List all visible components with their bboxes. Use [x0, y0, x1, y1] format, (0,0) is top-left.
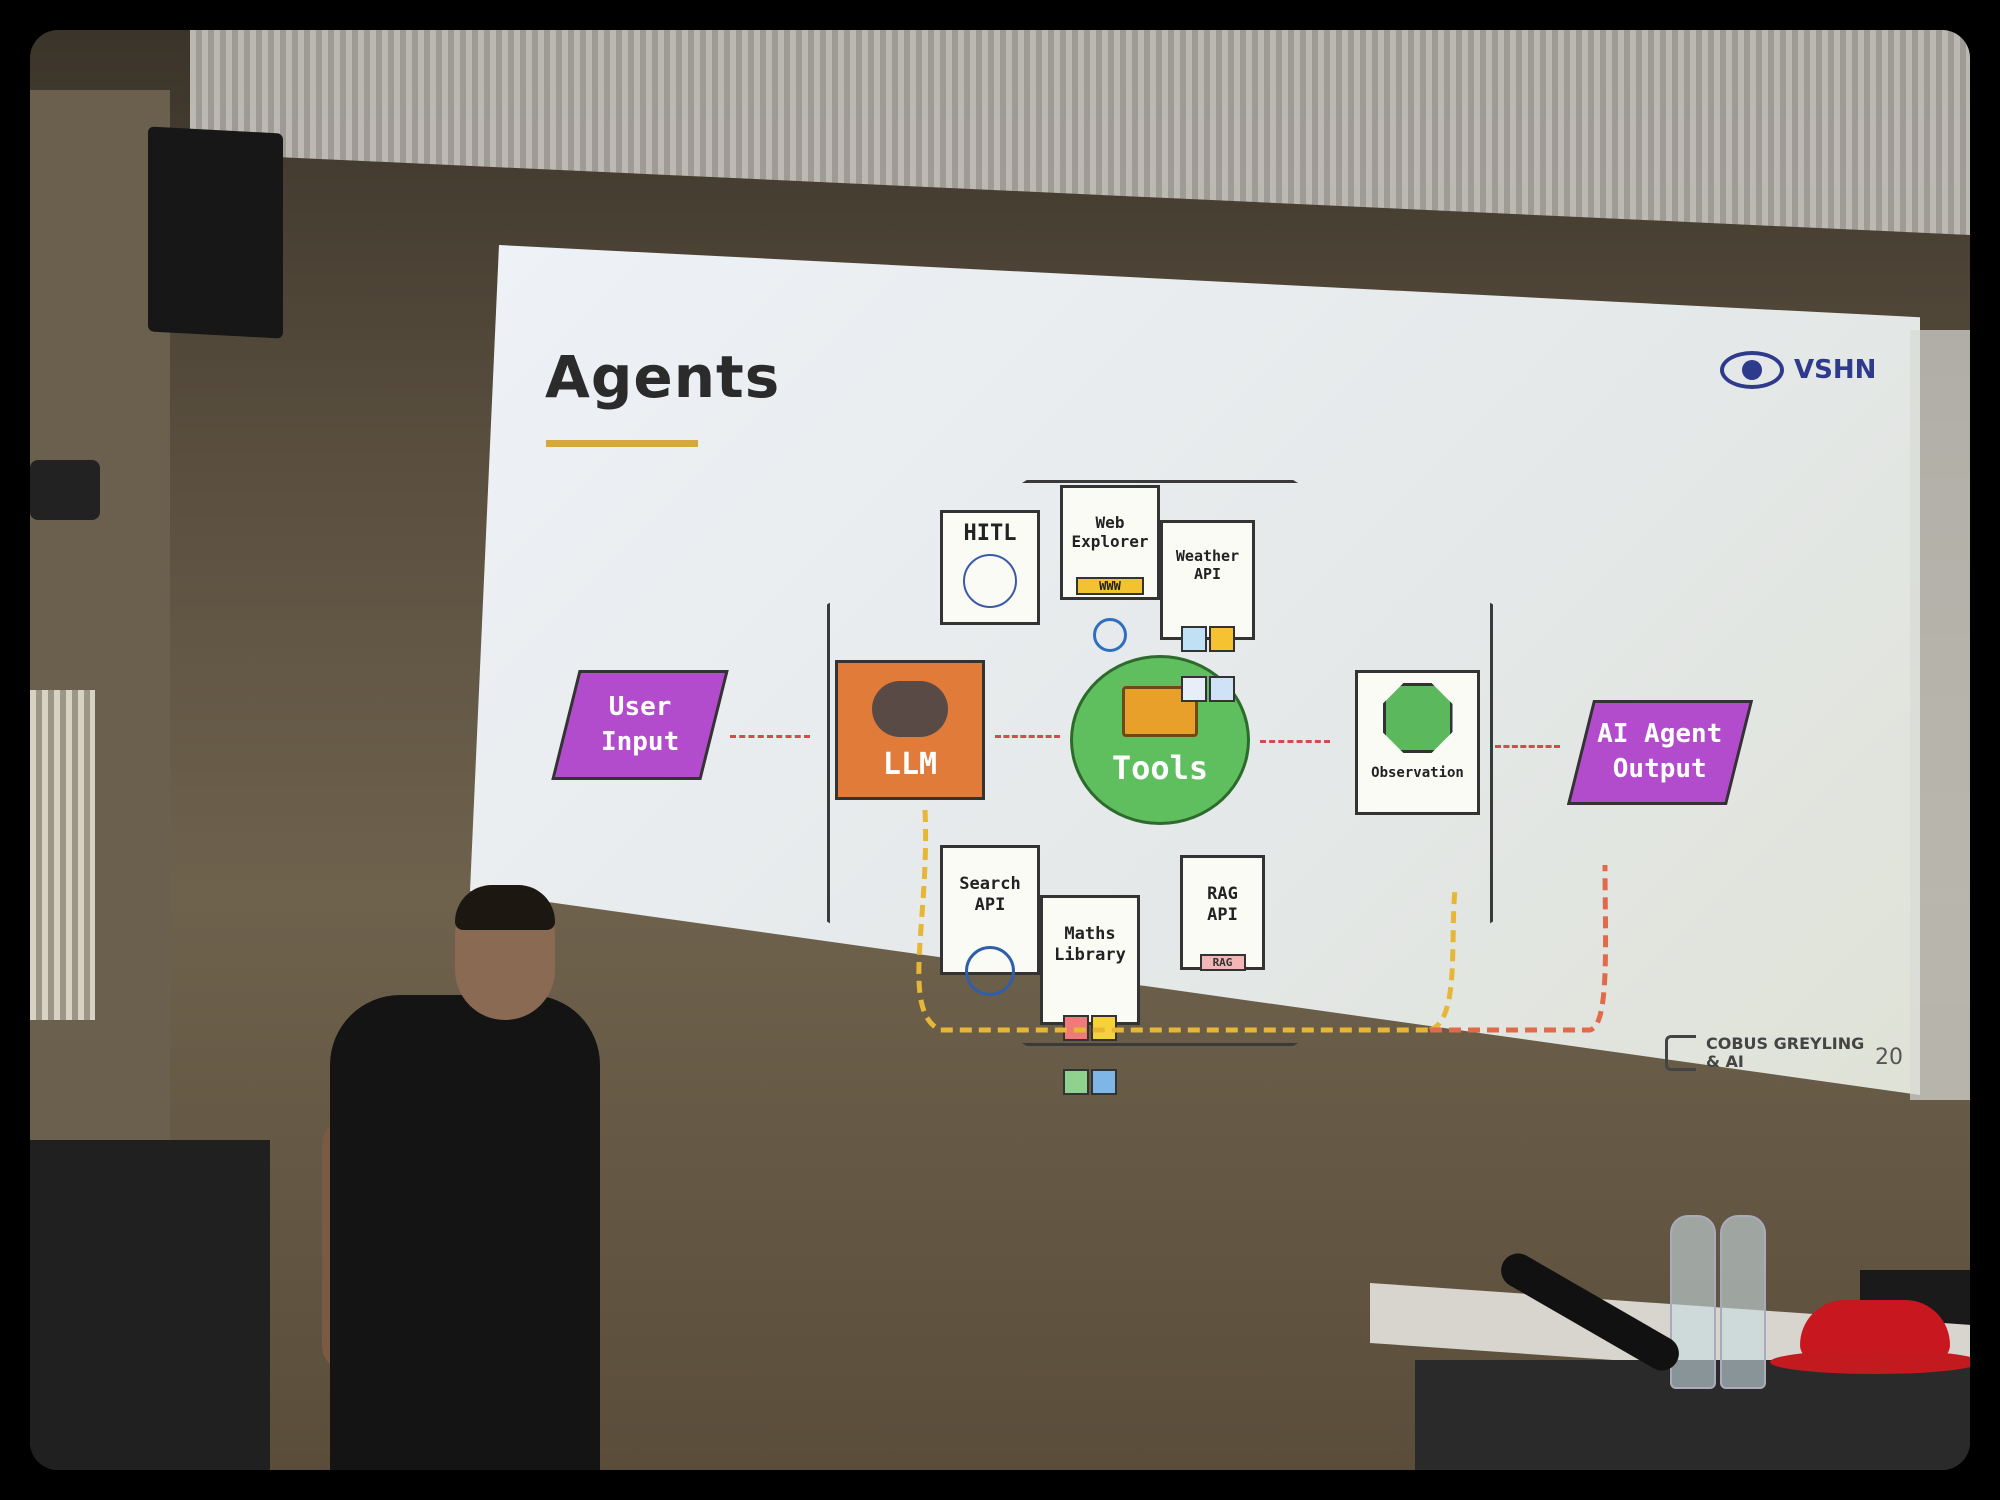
- magnifier-icon: [1093, 618, 1127, 653]
- vshn-logo: VSHN: [1720, 351, 1876, 389]
- calculator-icon: [1043, 994, 1137, 1102]
- ceiling: [190, 30, 1970, 235]
- presenter-body: [330, 995, 600, 1470]
- globe-search-icon: [965, 945, 1015, 996]
- arrow-llm-tools: [995, 735, 1060, 738]
- tools-label: Tools: [1111, 749, 1209, 787]
- search-api-box: Search API: [940, 845, 1040, 996]
- user-input-label: User Input: [600, 691, 680, 757]
- web-explorer-label: Web Explorer: [1071, 513, 1149, 552]
- www-banner: WWW: [1076, 576, 1144, 596]
- presenter-hair: [455, 885, 555, 930]
- web-explorer-box: Web Explorer WWW: [1060, 485, 1160, 653]
- hitl-label: HITL: [963, 521, 1017, 546]
- rag-api-label: RAG API: [1207, 884, 1238, 925]
- weather-tiles-icon: [1163, 607, 1252, 707]
- llm-label: LLM: [882, 747, 938, 782]
- observation-label: Observation: [1371, 765, 1464, 781]
- credit-line2: & AI: [1706, 1052, 1744, 1071]
- photo-frame: Agents VSHN User Input LLM Tools Observa…: [30, 30, 1970, 1470]
- llm-box: LLM: [835, 660, 985, 800]
- cobus-logo-icon: [1665, 1035, 1696, 1071]
- arrow-tools-observation: [1260, 740, 1330, 743]
- title-underline: [546, 440, 698, 447]
- hitl-box: HITL: [940, 510, 1040, 625]
- slide-title: Agents: [545, 343, 781, 411]
- weather-api-label: Weather API: [1175, 547, 1240, 583]
- feedback-loops: [916, 809, 1609, 1033]
- water-bottle-2: [1720, 1215, 1766, 1389]
- rag-document-icon: RAG: [1199, 953, 1246, 971]
- camera-icon: [30, 460, 100, 520]
- radiator: [30, 690, 95, 1020]
- page-number: 20: [1875, 1045, 1903, 1070]
- people-network-icon: [963, 554, 1017, 608]
- lightbulb-icon: [1382, 683, 1453, 753]
- water-bottle-1: [1670, 1215, 1716, 1389]
- rag-api-box: RAG API RAG: [1180, 855, 1265, 971]
- cobus-credit: COBUS GREYLING & AI: [1665, 1035, 1864, 1071]
- arrow-observation-output: [1495, 745, 1560, 748]
- observation-box: Observation: [1355, 670, 1480, 815]
- agent-octagon: [827, 480, 1493, 1046]
- eye-icon: [1720, 351, 1784, 389]
- logo-text: VSHN: [1794, 355, 1877, 385]
- weather-api-box: Weather API: [1160, 520, 1255, 702]
- loop-to-llm: [916, 809, 1430, 1033]
- credit-line1: COBUS GREYLING: [1706, 1034, 1865, 1054]
- red-hat-brim: [1770, 1350, 1970, 1374]
- search-api-label: Search API: [959, 874, 1021, 915]
- loop-to-observation: [1428, 889, 1458, 1033]
- maths-library-label: Maths Library: [1054, 924, 1126, 965]
- slide: Agents VSHN User Input LLM Tools Observa…: [470, 245, 1920, 1095]
- maths-library-box: Maths Library: [1040, 895, 1140, 1095]
- loop-to-output: [1430, 864, 1609, 1033]
- lectern: [30, 1140, 270, 1470]
- brain-icon: [872, 681, 948, 737]
- wall-speaker: [148, 126, 283, 339]
- second-screen: [1910, 330, 1970, 1100]
- user-input-box: User Input: [551, 670, 729, 780]
- arrow-input-llm: [730, 735, 810, 738]
